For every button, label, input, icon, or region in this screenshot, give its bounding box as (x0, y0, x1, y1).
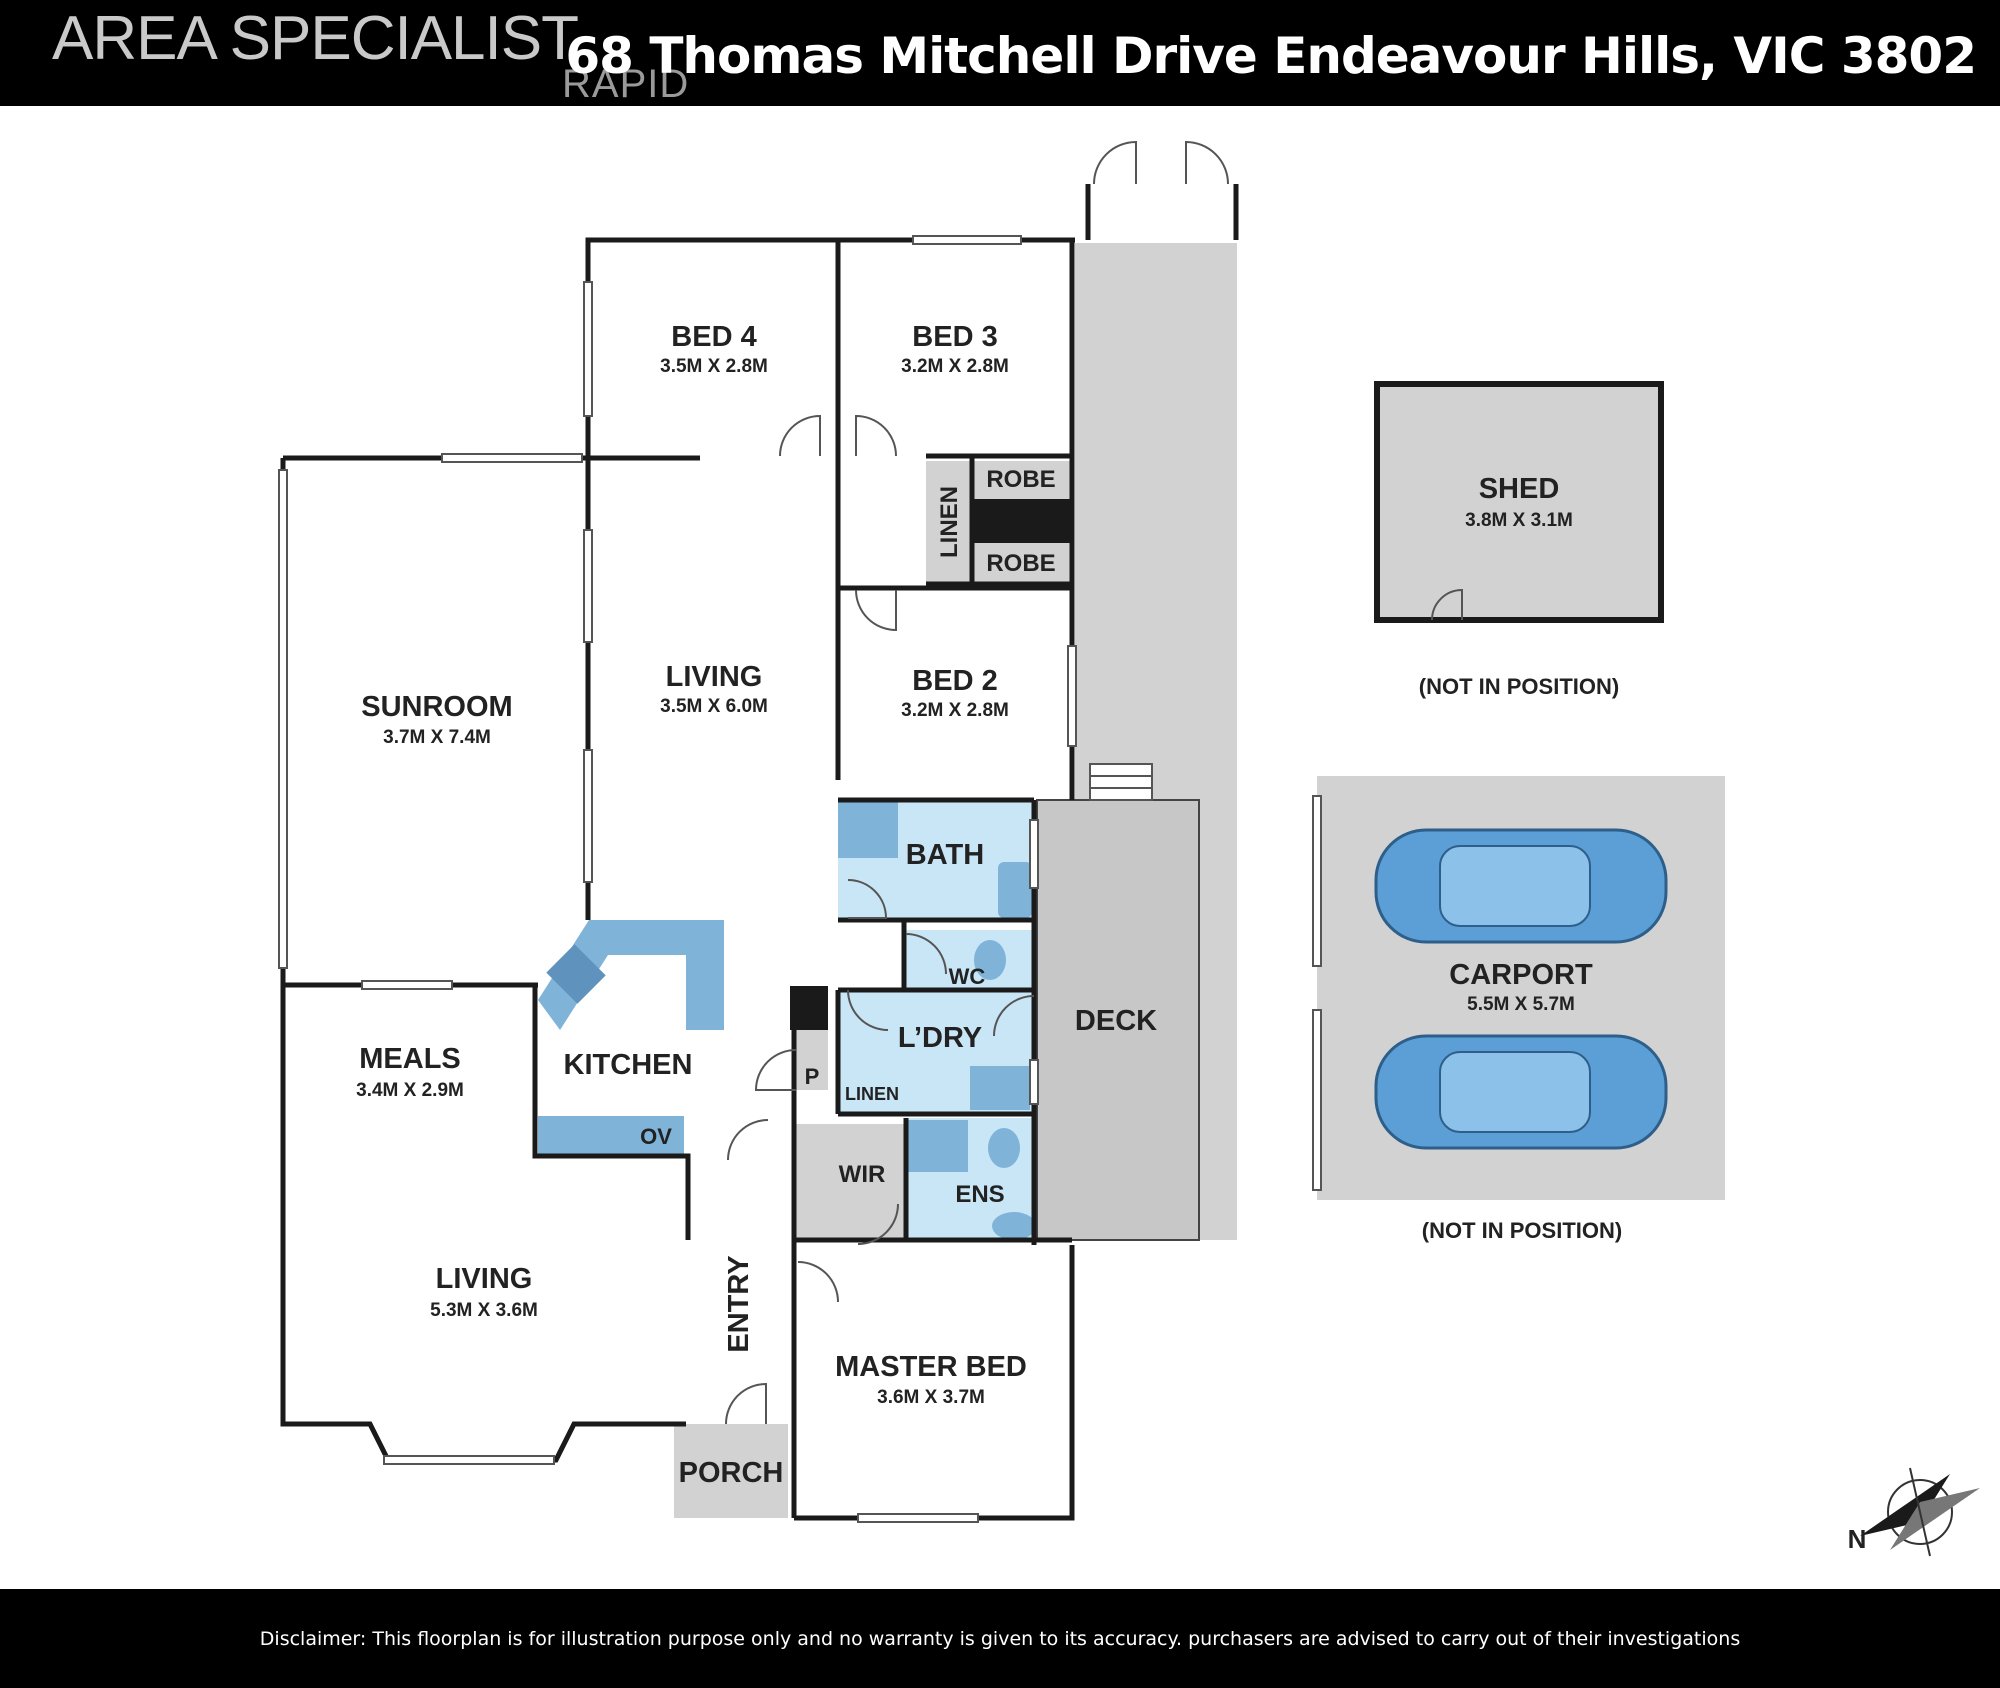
kitchen-sink (546, 944, 606, 1004)
car-1 (1374, 828, 1668, 944)
meals-dims: 3.4M X 2.9M (356, 1080, 464, 1101)
windows (278, 235, 1322, 1523)
bed4-dims: 3.5M X 2.8M (660, 356, 768, 377)
pantry-area (794, 1024, 828, 1090)
fridge-block (790, 986, 828, 1030)
meals-label: MEALS (359, 1043, 461, 1075)
living-top-label: LIVING (666, 661, 763, 693)
compass-north-label: N (1848, 1524, 1867, 1554)
ensuite-basin (992, 1212, 1036, 1240)
bed3-label: BED 3 (912, 321, 997, 353)
deck-area (1036, 799, 1200, 1241)
ensuite-toilet (988, 1128, 1020, 1168)
laundry-label: L’DRY (898, 1022, 982, 1054)
ensuite-shower (908, 1120, 968, 1172)
kitchen-cooktop (538, 1116, 684, 1154)
brand-logo: AREA SPECIALIST (52, 4, 579, 73)
robe-area-1 (972, 461, 1072, 499)
wir-area (794, 1124, 906, 1242)
carport-note: (NOT IN POSITION) (1422, 1218, 1622, 1243)
carport-dims: 5.5M X 5.7M (1467, 994, 1575, 1015)
wir-label: WIR (839, 1161, 886, 1188)
linen-label: LINEN (936, 486, 963, 558)
robe-area-2 (972, 543, 1072, 584)
laundry-tub (970, 1066, 1030, 1110)
brand-subtitle: RAPID (562, 62, 690, 106)
deck-label: DECK (1075, 1005, 1157, 1037)
wc-toilet (974, 940, 1006, 980)
living-bottom-dims: 5.3M X 3.6M (430, 1300, 538, 1321)
robe2-label: ROBE (986, 550, 1055, 577)
bed2-dims: 3.2M X 2.8M (901, 700, 1009, 721)
master-dims: 3.6M X 3.7M (877, 1387, 985, 1408)
bed3-dims: 3.2M X 2.8M (901, 356, 1009, 377)
shed-note: (NOT IN POSITION) (1419, 674, 1619, 699)
shed-label: SHED (1479, 473, 1560, 505)
bed2-label: BED 2 (912, 665, 997, 697)
sunroom-label: SUNROOM (361, 691, 512, 723)
linen-area (926, 461, 972, 584)
robe1-label: ROBE (986, 466, 1055, 493)
deck-steps (1089, 763, 1153, 801)
kitchen-label: KITCHEN (564, 1049, 693, 1081)
footer-bar: Disclaimer: This floorplan is for illust… (0, 1589, 2000, 1688)
linen2-label: LINEN (845, 1084, 899, 1104)
car-2 (1374, 1034, 1668, 1150)
pantry-label: P (805, 1064, 820, 1089)
porch-area (674, 1424, 788, 1518)
robe-divider (972, 499, 1072, 543)
shed-area (1374, 381, 1664, 623)
door-swings (725, 140, 1463, 1425)
bath-tub (838, 802, 898, 858)
master-label: MASTER BED (835, 1351, 1027, 1383)
carport-label: CARPORT (1449, 959, 1593, 991)
bath-vanity (998, 862, 1032, 918)
sunroom-dims: 3.7M X 7.4M (383, 727, 491, 748)
property-address: 68 Thomas Mitchell Drive Endeavour Hills… (565, 27, 1977, 85)
wc-label: WC (949, 964, 986, 989)
oven-label: OV (640, 1124, 672, 1149)
shed-dims: 3.8M X 3.1M (1465, 510, 1573, 531)
kitchen-bench (538, 920, 724, 1030)
ensuite-label: ENS (955, 1181, 1004, 1208)
header-bar: AREA SPECIALIST RAPID 68 Thomas Mitchell… (0, 0, 2000, 106)
porch-label: PORCH (679, 1457, 784, 1489)
living-bottom-label: LIVING (436, 1263, 533, 1295)
living-top-dims: 3.5M X 6.0M (660, 696, 768, 717)
bath-label: BATH (906, 839, 984, 871)
disclaimer-text: Disclaimer: This floorplan is for illust… (259, 1628, 1741, 1650)
compass-rose (1860, 1467, 1980, 1557)
bed4-label: BED 4 (671, 321, 756, 353)
entry-label: ENTRY (723, 1255, 755, 1352)
